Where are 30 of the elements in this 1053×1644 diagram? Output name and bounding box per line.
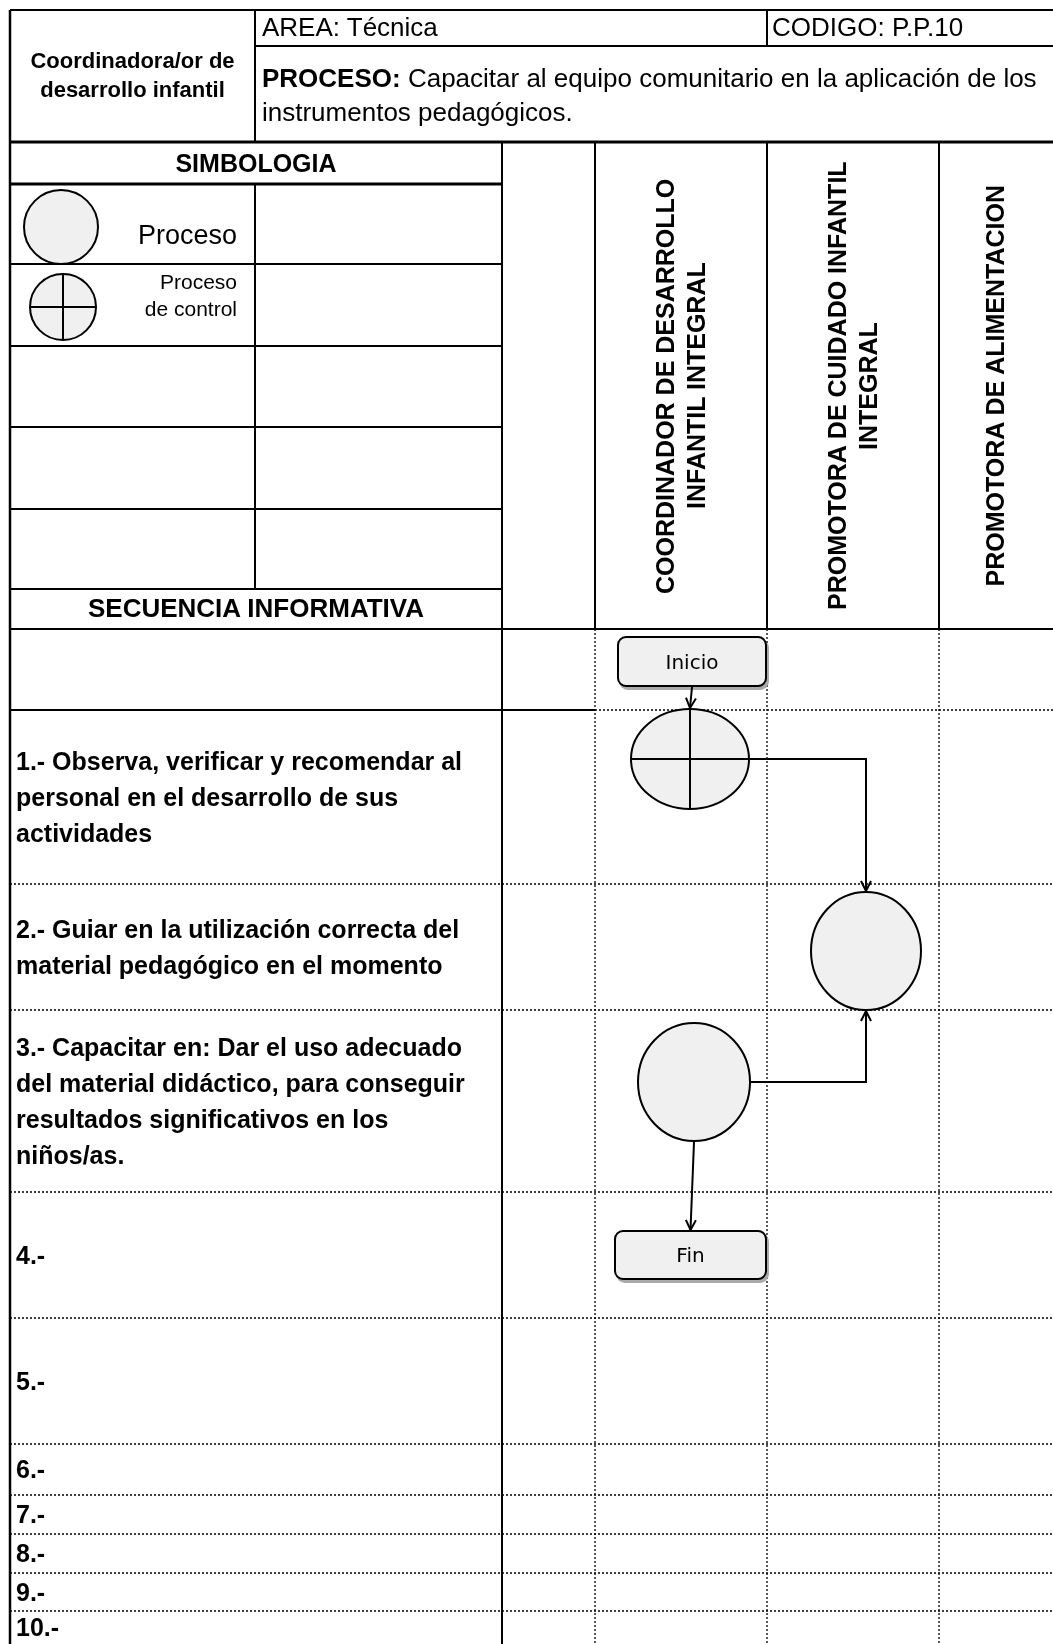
lane-header: COORDINADOR DE DESARROLLO INFANTIL INTEGRAL: [649, 176, 711, 596]
arrow: [684, 1141, 697, 1231]
header-text: PROCESO: Capacitar al equipo comunitario en la aplicación de los instrumentos pedagógicos.: [262, 62, 1038, 129]
lane-header: PROMOTORA DE ALIMENTACION: [980, 184, 1011, 587]
section-heading: SECUENCIA INFORMATIVA: [87, 592, 425, 626]
step-text: 2.- Guiar en la utilización correcta del material pedagógico en el momento: [16, 913, 461, 981]
terminal-box: Inicio: [617, 636, 767, 687]
lane-header: PROMOTORA DE CUIDADO INFANTIL INTEGRAL: [821, 160, 883, 612]
step-text: 7.-: [16, 1499, 46, 1531]
legend-text: Proceso: [136, 219, 237, 252]
control-process-circle: [630, 708, 750, 810]
process-circle: [637, 1022, 751, 1142]
step-text: 10.-: [16, 1612, 60, 1644]
step-text: 8.-: [16, 1538, 46, 1570]
step-text: 3.- Capacitar en: Dar el uso adecuado del material didáctico, para conseguir resultados significativos en los niños/as.: [16, 1031, 466, 1172]
step-text: 4.-: [16, 1239, 46, 1271]
header-text: Coordinadora/or de desarrollo infantil: [29, 47, 236, 104]
header-text: AREA: Técnica: [262, 11, 438, 45]
legend-text: Proceso de control: [143, 269, 237, 323]
process-circle: [810, 891, 922, 1011]
step-text: 9.-: [16, 1576, 46, 1608]
arrow: [750, 1010, 872, 1083]
arrow: [749, 758, 872, 892]
step-text: 1.- Observa, verificar y recomendar al personal en el desarrollo de sus actividades: [16, 745, 464, 850]
terminal-box: Fin: [614, 1230, 767, 1280]
arrow: [684, 686, 697, 709]
step-text: 6.-: [16, 1454, 46, 1486]
step-text: 5.-: [16, 1365, 46, 1397]
section-heading: SIMBOLOGIA: [175, 147, 337, 179]
header-text: CODIGO: P.P.10: [772, 11, 964, 45]
